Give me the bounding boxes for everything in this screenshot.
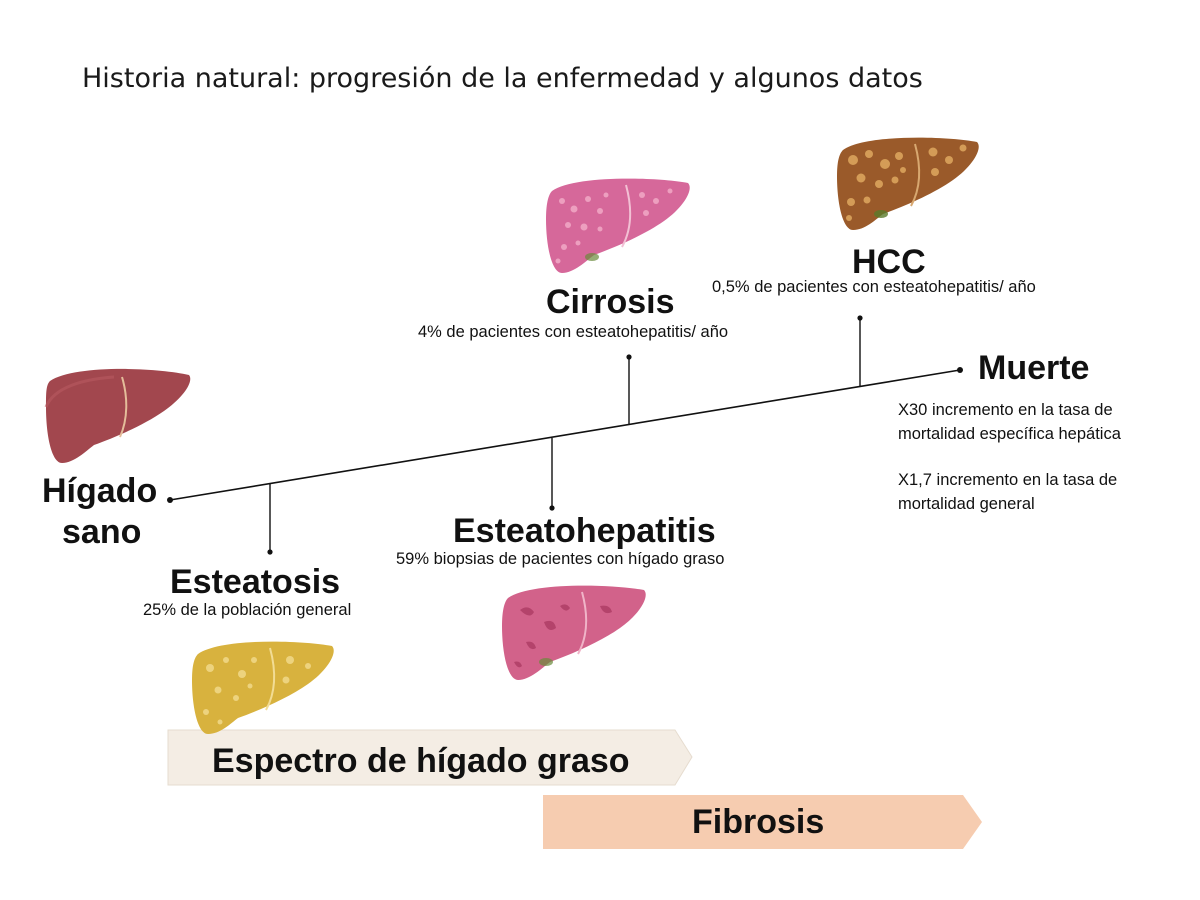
fibrosis-band (543, 795, 982, 849)
hcc-liver-icon (837, 137, 979, 230)
branch-steatosis-dot (267, 549, 273, 555)
timeline-line (169, 369, 961, 501)
cirrhosis-label: Cirrosis (546, 283, 675, 321)
death-stat-liver-mortality: X30 incremento en la tasa de mortalidad … (898, 398, 1188, 446)
death-stat1-line1: X30 incremento en la tasa de (898, 401, 1113, 419)
steatohepatitis-label: Esteatohepatitis (453, 512, 716, 550)
death-label: Muerte (978, 349, 1090, 387)
cirrhosis-liver-icon (546, 178, 690, 273)
death-stat2-line1: X1,7 incremento en la tasa de (898, 471, 1118, 489)
page-title: Historia natural: progresión de la enfer… (82, 63, 923, 94)
steatohepatitis-stat: 59% biopsias de pacientes con hígado gra… (396, 550, 725, 568)
fibrosis-label: Fibrosis (692, 803, 825, 841)
fatty-spectrum-label: Espectro de hígado graso (212, 742, 630, 780)
branch-cirrhosis-dot (626, 354, 632, 360)
steatosis-liver-icon (192, 641, 334, 734)
timeline-start-dot (167, 497, 173, 503)
branch-steatohepatitis-dot (549, 505, 555, 511)
death-stat2-line2: mortalidad general (898, 495, 1035, 513)
healthy-liver-icon (44, 368, 191, 463)
healthy-label-line2: sano (62, 513, 142, 551)
timeline-end-dot (957, 367, 963, 373)
fatty-spectrum-band (167, 729, 693, 786)
healthy-label-line1: Hígado (42, 472, 158, 510)
steatosis-label: Esteatosis (170, 563, 341, 601)
death-stat1-line2: mortalidad específica hepática (898, 425, 1121, 443)
hcc-stat: 0,5% de pacientes con esteatohepatitis/ … (712, 278, 1036, 296)
cirrhosis-stat: 4% de pacientes con esteatohepatitis/ añ… (418, 323, 729, 341)
hcc-label: HCC (852, 243, 926, 281)
steatosis-stat: 25% de la población general (143, 601, 352, 619)
branch-hcc-dot (857, 315, 863, 321)
steatohepatitis-liver-icon (502, 585, 646, 680)
death-stat-general-mortality: X1,7 incremento en la tasa de mortalidad… (898, 468, 1188, 516)
